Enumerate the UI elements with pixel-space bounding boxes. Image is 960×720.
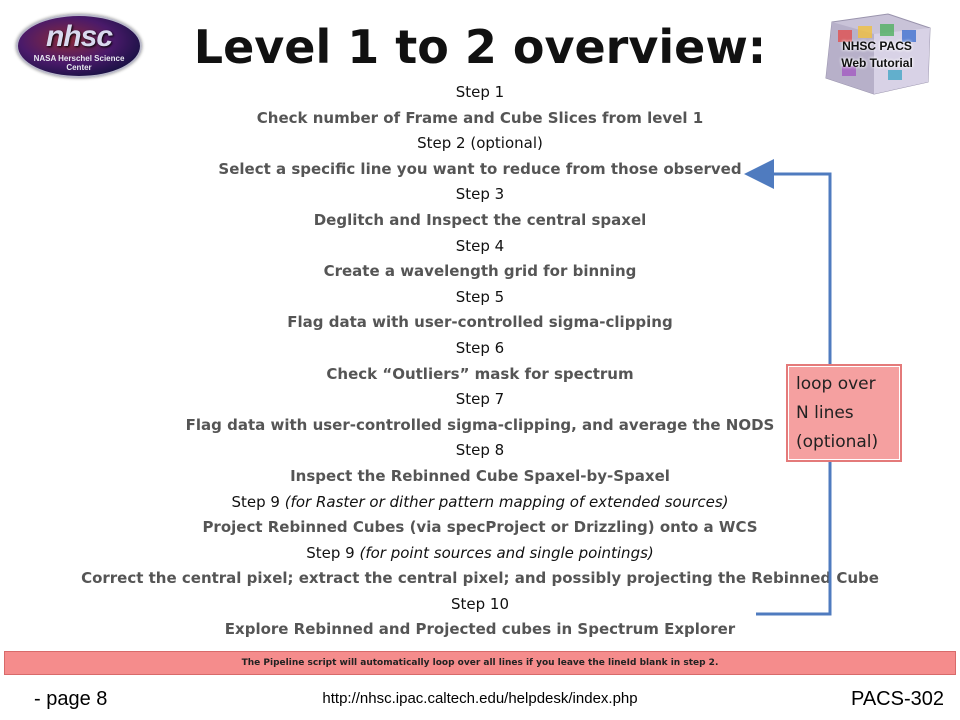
step-label: Step 10 (450, 594, 509, 613)
step-description: Flag data with user-controlled sigma-cli… (185, 415, 775, 434)
step-label: Step 5 (455, 287, 505, 306)
step-label: Step 7 (455, 390, 505, 409)
logo-subtext: NASA Herschel Science Center (33, 54, 125, 72)
step-description: Project Rebinned Cubes (via specProject … (202, 518, 758, 537)
step-description: Flag data with user-controlled sigma-cli… (287, 313, 673, 332)
loop-line1: loop over (796, 374, 876, 394)
step-description: Create a wavelength grid for binning (323, 262, 637, 281)
nhsc-logo: nhsc NASA Herschel Science Center (16, 14, 142, 78)
badge-line1: NHSC PACS (842, 39, 912, 53)
loop-line3: (optional) (796, 432, 879, 452)
module-code: PACS-302 (850, 688, 944, 710)
step-label: Step 9 (for Raster or dither pattern map… (231, 492, 729, 511)
step-description: Select a specific line you want to reduc… (218, 159, 742, 178)
step-description: Correct the central pixel; extract the c… (81, 569, 879, 588)
cube-graphic-icon (825, 13, 931, 95)
pipeline-note-banner: The Pipeline script will automatically l… (4, 651, 956, 675)
slide-title: Level 1 to 2 overview: (193, 20, 767, 74)
step-label: Step 1 (455, 83, 505, 101)
page-number: - page 8 (34, 688, 108, 710)
step-label: Step 9 (for point sources and single poi… (306, 543, 654, 562)
step-description: Inspect the Rebinned Cube Spaxel-by-Spax… (290, 466, 670, 485)
step-description: Check number of Frame and Cube Slices fr… (256, 108, 704, 127)
step-label: Step 3 (455, 185, 505, 204)
web-tutorial-badge: NHSC PACS Web Tutorial (818, 12, 936, 96)
step-description: Check “Outliers” mask for spectrum (326, 364, 634, 383)
step-label: Step 6 (455, 338, 505, 357)
step-description: Explore Rebinned and Projected cubes in … (224, 620, 736, 639)
helpdesk-url[interactable]: http://nhsc.ipac.caltech.edu/helpdesk/in… (322, 690, 638, 707)
step-label: Step 2 (optional) (417, 134, 543, 153)
loop-line2: N lines (796, 403, 854, 423)
steps-list: Step 1 Check number of Frame and Cube Sl… (40, 80, 920, 643)
badge-line2: Web Tutorial (841, 56, 913, 70)
step-label: Step 4 (455, 236, 505, 255)
step-label: Step 8 (455, 441, 505, 460)
step-description: Deglitch and Inspect the central spaxel (313, 210, 647, 229)
logo-text: nhsc (45, 20, 113, 53)
loop-note-box: loop over N lines (optional) (786, 364, 902, 462)
